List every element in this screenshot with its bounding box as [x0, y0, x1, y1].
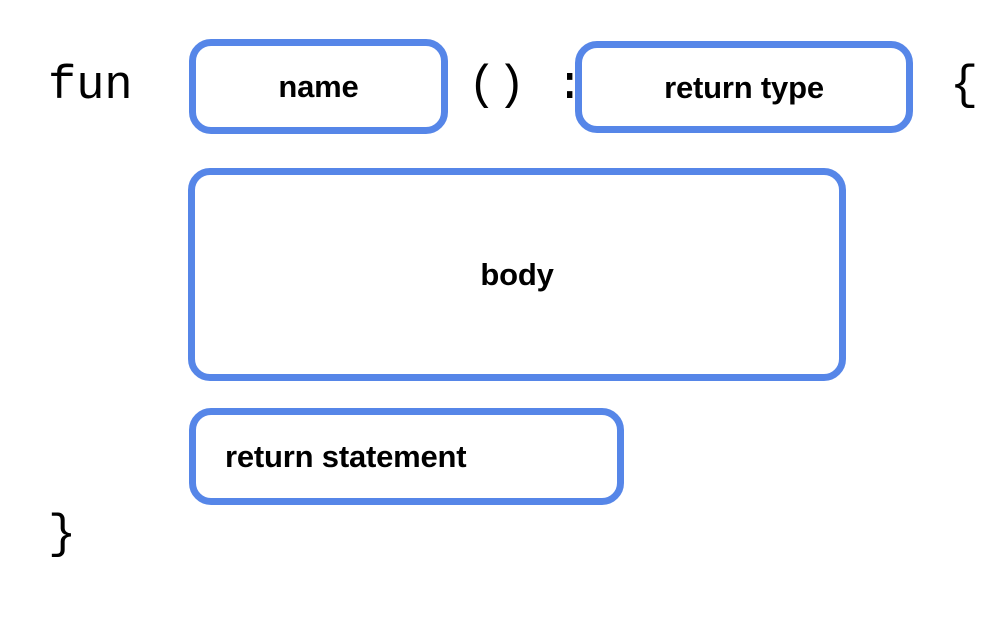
slot-return-statement-label: return statement: [225, 439, 467, 474]
slot-return-type-label: return type: [664, 69, 824, 105]
slot-body[interactable]: body: [188, 168, 846, 381]
slot-name[interactable]: name: [189, 39, 448, 134]
slot-name-label: name: [278, 69, 359, 104]
brace-open-token: {: [950, 60, 979, 113]
slot-return-statement[interactable]: return statement: [189, 408, 624, 505]
slot-body-label: body: [480, 257, 554, 292]
parameter-parens-colon-token: () :: [468, 60, 585, 113]
brace-close-token: }: [48, 509, 77, 562]
fun-keyword-token: fun: [48, 60, 133, 113]
slot-return-type[interactable]: return type: [575, 41, 913, 133]
